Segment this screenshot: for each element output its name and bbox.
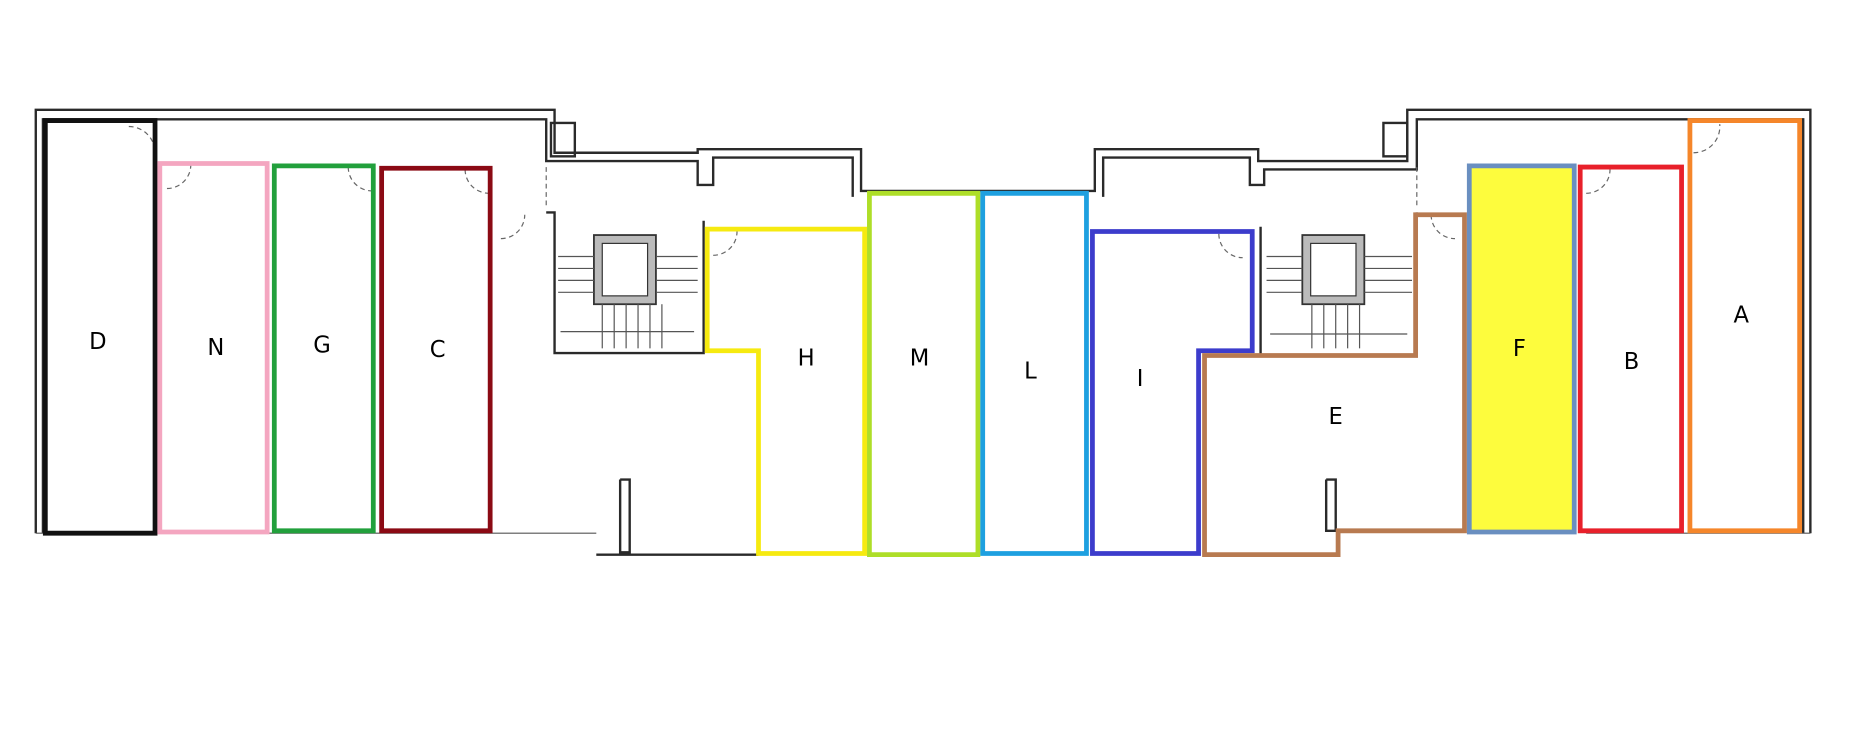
unit-n-outline[interactable] bbox=[157, 161, 270, 535]
unit-label-n: N bbox=[207, 335, 224, 361]
unit-a-outline[interactable] bbox=[1687, 118, 1803, 534]
unit-d-outline[interactable] bbox=[42, 118, 158, 536]
unit-label-l: L bbox=[1024, 359, 1037, 385]
units bbox=[42, 118, 1803, 558]
unit-c-outline[interactable] bbox=[379, 165, 493, 534]
unit-b-outline[interactable] bbox=[1577, 164, 1684, 534]
unit-f-outline[interactable] bbox=[1466, 163, 1577, 535]
unit-label-a: A bbox=[1733, 303, 1749, 329]
unit-e-outline[interactable] bbox=[1202, 212, 1467, 558]
unit-i-outline[interactable] bbox=[1090, 229, 1255, 556]
unit-m-outline[interactable] bbox=[867, 190, 981, 558]
unit-label-g: G bbox=[313, 332, 331, 358]
unit-labels: D N G C H M L I E F B A bbox=[89, 303, 1749, 430]
unit-label-i: I bbox=[1137, 366, 1144, 392]
stair-core-left bbox=[545, 167, 705, 355]
unit-label-b: B bbox=[1624, 349, 1640, 375]
stair-core-right bbox=[1259, 167, 1419, 357]
unit-label-m: M bbox=[910, 346, 930, 372]
unit-label-e: E bbox=[1329, 404, 1343, 430]
unit-label-h: H bbox=[798, 346, 815, 372]
unit-g-outline[interactable] bbox=[271, 163, 376, 534]
unit-h-outline[interactable] bbox=[704, 226, 868, 556]
unit-label-d: D bbox=[89, 329, 106, 355]
unit-label-c: C bbox=[430, 337, 446, 363]
unit-label-f: F bbox=[1513, 336, 1526, 362]
unit-l-outline[interactable] bbox=[980, 190, 1089, 556]
